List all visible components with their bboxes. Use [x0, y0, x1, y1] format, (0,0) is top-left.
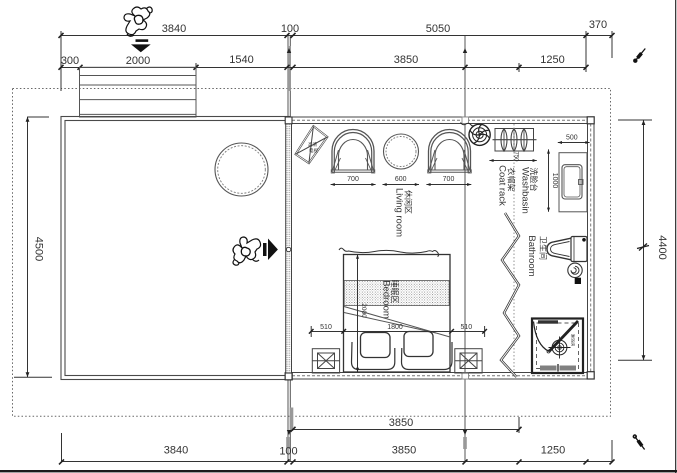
svg-text:750: 750 — [513, 151, 519, 162]
svg-text:Coat rack: Coat rack — [497, 165, 508, 206]
svg-text:睡眠区: 睡眠区 — [390, 280, 399, 304]
svg-text:Bedroom: Bedroom — [381, 280, 392, 319]
svg-text:3850: 3850 — [392, 445, 416, 457]
svg-text:510: 510 — [460, 324, 472, 331]
svg-text:1250: 1250 — [540, 54, 564, 66]
svg-text:100: 100 — [281, 23, 299, 35]
svg-text:1800: 1800 — [387, 324, 403, 331]
svg-text:电视: 电视 — [309, 147, 318, 154]
svg-text:卫生间: 卫生间 — [539, 236, 549, 260]
svg-text:高清: 高清 — [308, 141, 317, 148]
svg-text:300: 300 — [61, 55, 79, 67]
svg-text:1250: 1250 — [541, 445, 565, 457]
svg-text:3840: 3840 — [164, 445, 188, 457]
svg-text:5050: 5050 — [426, 23, 450, 35]
svg-text:休闲区: 休闲区 — [404, 190, 414, 214]
svg-text:510: 510 — [320, 324, 332, 331]
svg-text:600: 600 — [395, 176, 407, 183]
svg-text:500: 500 — [566, 135, 578, 142]
svg-text:1000: 1000 — [551, 173, 558, 189]
svg-text:700: 700 — [443, 176, 455, 183]
svg-text:Living room: Living room — [394, 188, 405, 237]
svg-text:3840: 3840 — [162, 23, 186, 35]
svg-text:衣帽架: 衣帽架 — [506, 168, 516, 192]
svg-text:3850: 3850 — [389, 417, 413, 429]
svg-text:370: 370 — [589, 19, 607, 31]
svg-text:4400: 4400 — [656, 235, 668, 259]
svg-text:Washbasin: Washbasin — [520, 167, 531, 214]
svg-text:700: 700 — [347, 176, 359, 183]
svg-text:洗脸台: 洗脸台 — [529, 168, 539, 192]
svg-text:3850: 3850 — [394, 54, 418, 66]
svg-text:1540: 1540 — [229, 54, 253, 66]
svg-text:淋浴房: 淋浴房 — [570, 334, 577, 347]
svg-text:Bathroom: Bathroom — [526, 235, 537, 276]
svg-text:100: 100 — [279, 446, 297, 458]
svg-text:2000: 2000 — [126, 55, 150, 67]
svg-text:4500: 4500 — [33, 237, 45, 261]
svg-text:2000: 2000 — [360, 303, 367, 318]
